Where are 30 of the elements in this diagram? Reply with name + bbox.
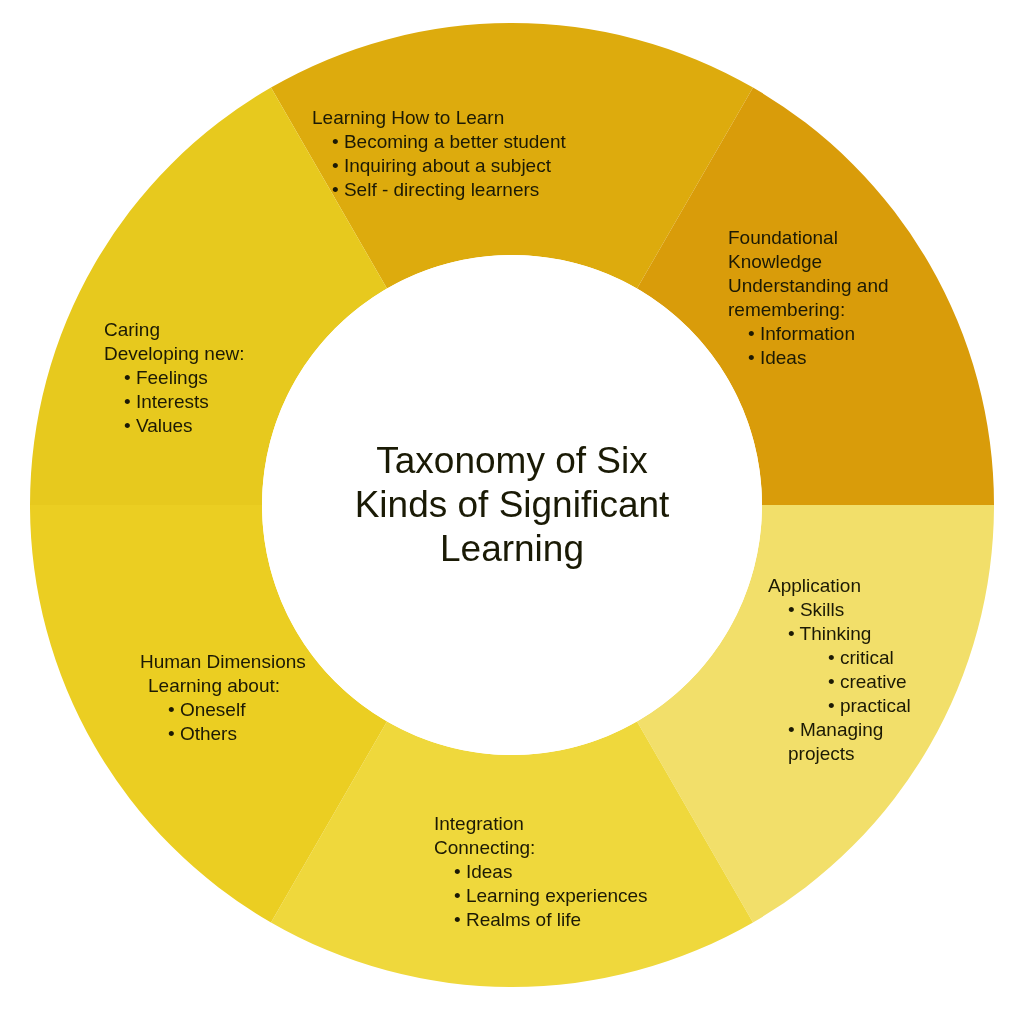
segment-text: • Interests	[123, 390, 210, 414]
segment-text: • Oneself	[167, 698, 247, 722]
segment-text: • Information	[747, 322, 856, 346]
segment-text: • Thinking	[787, 622, 873, 646]
segment-text: • creative	[827, 670, 908, 694]
segment-text: • practical	[827, 694, 912, 718]
segment-heading: Learning How to Learn	[312, 106, 506, 130]
segment-text: • Managing projects	[787, 718, 885, 766]
segment-text: • Ideas	[453, 860, 514, 884]
segment-text: Learning about:	[147, 674, 282, 698]
segment-heading: Human Dimensions	[140, 650, 307, 674]
segment-text: • Becoming a better student	[331, 130, 567, 154]
segment-text: • Values	[123, 414, 194, 438]
segment-text: • Ideas	[747, 346, 808, 370]
segment-heading: Foundational Knowledge	[728, 226, 839, 274]
segment-text: • Learning experiences	[453, 884, 649, 908]
segment-text: • Realms of life	[453, 908, 583, 932]
segment-heading: Caring	[104, 318, 161, 342]
segment-text: • Others	[167, 722, 238, 746]
segment-text: Connecting:	[434, 836, 537, 860]
segment-heading: Integration	[434, 812, 525, 836]
segment-text: • Skills	[787, 598, 846, 622]
segment-text: • Feelings	[123, 366, 209, 390]
segment-text: Developing new:	[104, 342, 246, 366]
segment-text: • critical	[827, 646, 895, 670]
segment-heading: Application	[768, 574, 862, 598]
segment-text: • Self - directing learners	[331, 178, 541, 202]
segment-text: • Inquiring about a subject	[331, 154, 552, 178]
segment-text: Understanding and remembering:	[728, 274, 890, 322]
center-title: Taxonomy of Six Kinds of Significant Learning	[353, 439, 671, 571]
